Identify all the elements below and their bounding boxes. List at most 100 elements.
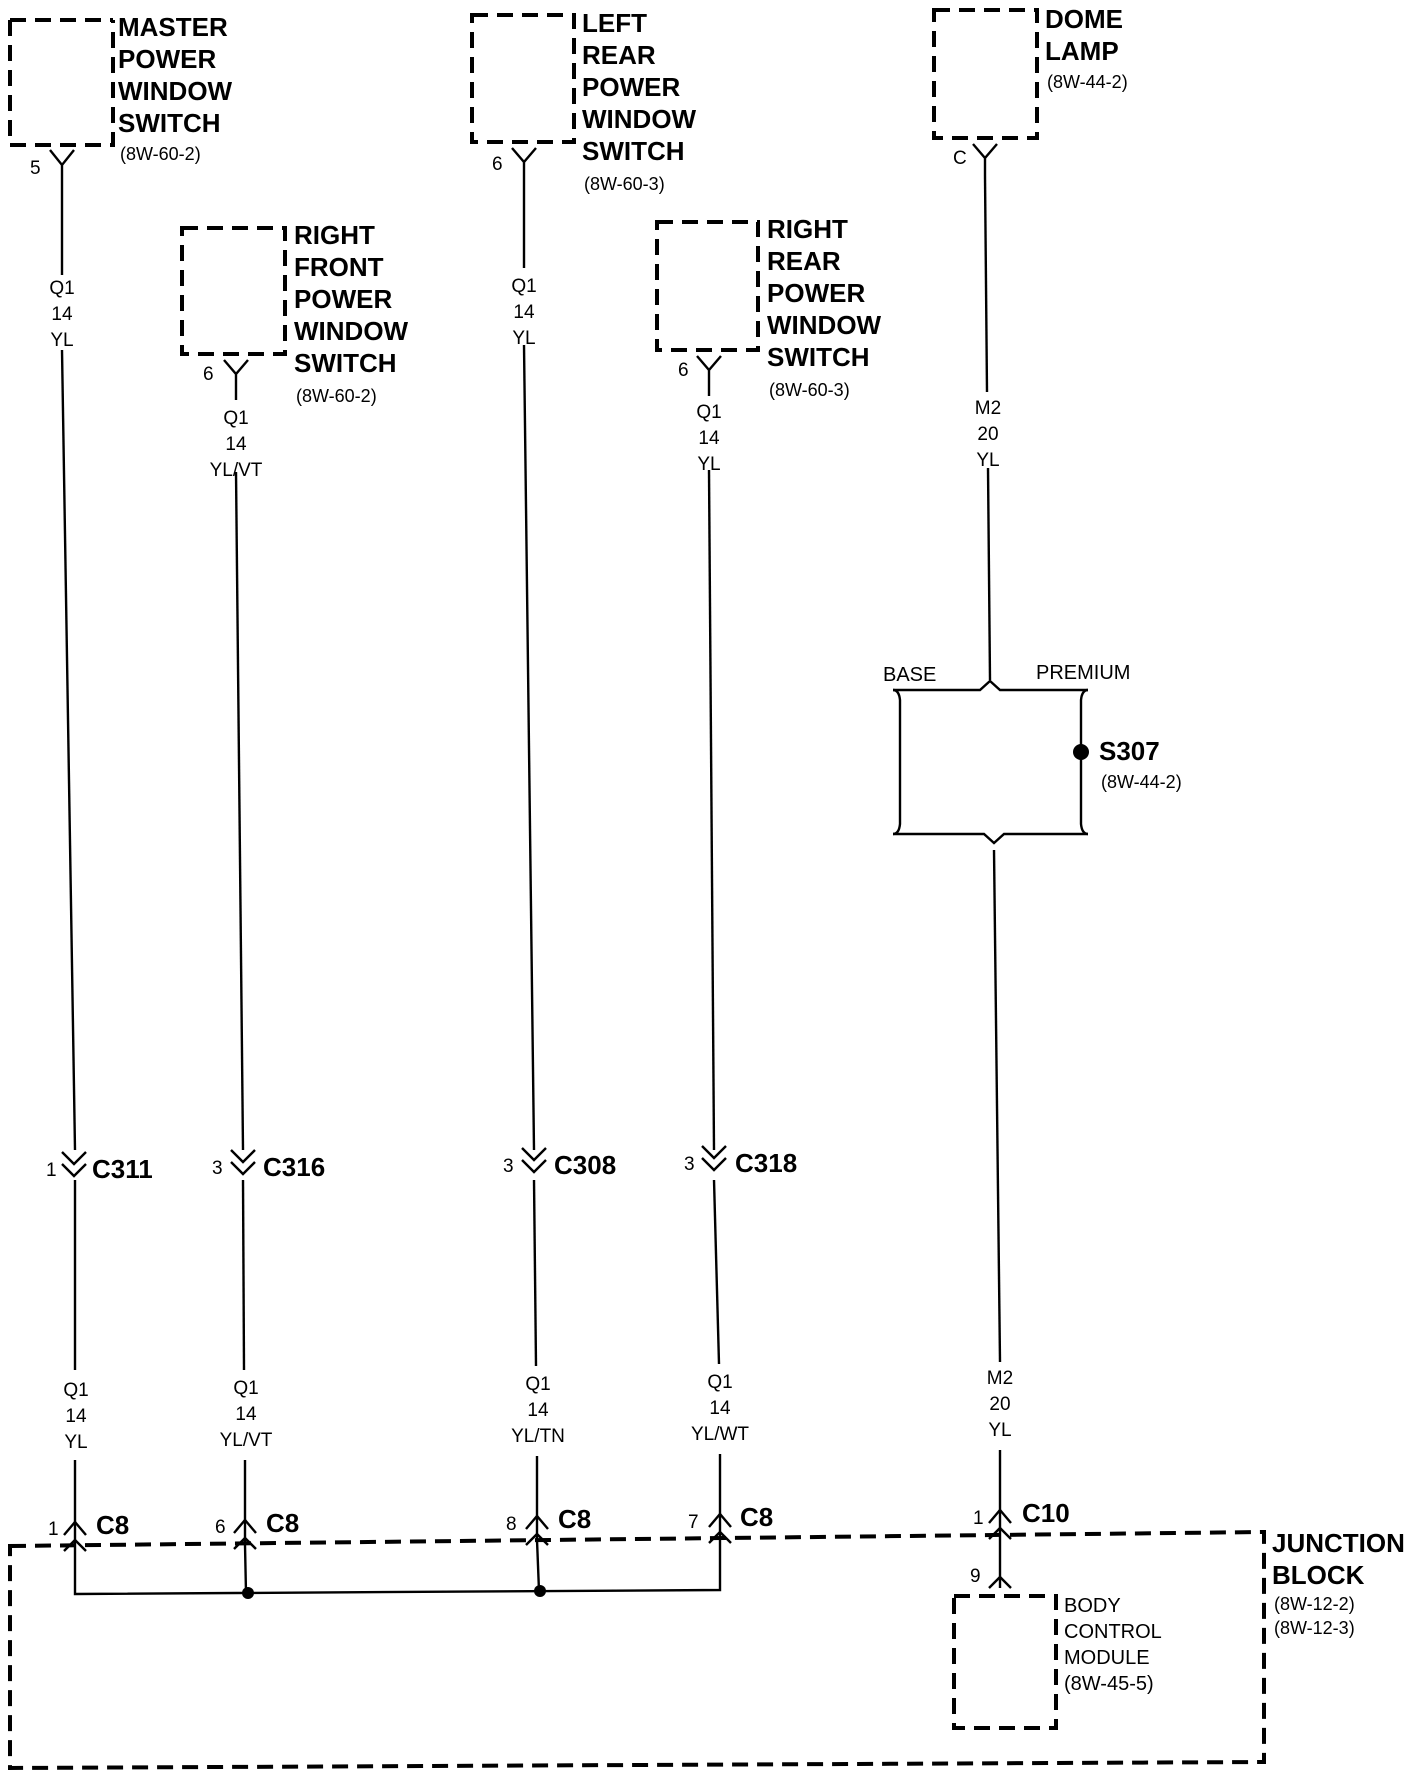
w4-upper-gauge: 14 [698,428,720,449]
left-rear-power-window-switch: LEFT REAR POWER WINDOW SWITCH (8W-60-3) … [470,8,697,194]
rf-switch-line-3: POWER [294,284,392,314]
rr-switch-line-2: REAR [767,246,841,276]
inline-1-pin: 1 [46,1160,57,1181]
master-switch-line-4: SWITCH [118,108,221,138]
jb-4-name: C8 [740,1502,773,1532]
rr-switch-line-5: SWITCH [767,342,870,372]
dome-lamp-ref: (8W-44-2) [1047,72,1128,92]
bus-splice-1 [242,1587,254,1599]
w4-lower-circuit: Q1 [707,1372,732,1393]
jb-4-pin: 7 [688,1512,699,1533]
w3-lower-circuit: Q1 [525,1374,550,1395]
rf-switch-ref: (8W-60-2) [296,386,377,406]
lr-switch-line-2: REAR [582,40,656,70]
splice-dot [1073,744,1089,760]
lr-switch-line-5: SWITCH [582,136,685,166]
dome-lamp-pin: C [953,148,967,169]
wire-dome-lamp-circuit: M2 20 YL M2 20 YL [975,175,1013,1534]
w2-upper-gauge: 14 [225,434,247,455]
inline-2-pin: 3 [212,1158,223,1179]
w2-upper-circuit: Q1 [223,408,248,429]
inline-connector-3: 3 C308 [503,1147,616,1180]
lr-switch-connector [511,147,537,180]
bcm-ref: (8W-45-5) [1064,1673,1154,1695]
master-switch-line-3: WINDOW [118,76,233,106]
inline-3-name: C308 [554,1150,616,1180]
splice-ref: (8W-44-2) [1101,772,1182,792]
inline-1-name: C311 [92,1154,153,1184]
bcm-pin: 9 [970,1566,981,1587]
junction-block: JUNCTION BLOCK (8W-12-2) (8W-12-3) 1 C8 … [8,1498,1405,1771]
jb-5-pin: 1 [973,1508,984,1529]
rf-switch-line-2: FRONT [294,252,384,282]
w4-upper-color: YL [697,454,720,475]
lr-switch-line-1: LEFT [582,8,647,38]
w2-lower-circuit: Q1 [233,1378,258,1399]
master-switch-line-1: MASTER [118,12,228,42]
option-base-label: BASE [883,664,936,686]
option-premium-label: PREMIUM [1036,662,1130,684]
master-switch-ref: (8W-60-2) [120,144,201,164]
w3-upper-color: YL [512,328,535,349]
jb-connector-4: 7 C8 [688,1502,773,1544]
lr-switch-line-4: WINDOW [582,104,697,134]
w5-lower-color: YL [988,1420,1011,1441]
bcm-line-3: MODULE [1064,1647,1150,1669]
dome-lamp-line-2: LAMP [1045,36,1119,66]
junction-block-ref-1: (8W-12-2) [1274,1594,1355,1614]
internal-bus [73,1538,722,1596]
rf-switch-pin: 6 [203,364,214,385]
rr-switch-pin: 6 [678,360,689,381]
inline-3-pin: 3 [503,1156,514,1177]
jb-1-name: C8 [96,1510,129,1540]
w5-upper-circuit: M2 [975,398,1001,419]
bus-splice-2 [534,1585,546,1597]
bcm-line-1: BODY [1064,1595,1121,1617]
master-power-window-switch: MASTER POWER WINDOW SWITCH (8W-60-2) 5 [8,12,233,180]
junction-block-ref-2: (8W-12-3) [1274,1618,1355,1638]
junction-block-line-2: BLOCK [1272,1560,1365,1590]
w4-upper-circuit: Q1 [696,402,721,423]
rr-switch-connector [696,355,722,386]
junction-block-line-1: JUNCTION [1272,1528,1405,1558]
inline-connector-1: 1 C311 [46,1151,153,1184]
jb-3-name: C8 [558,1504,591,1534]
w5-upper-color: YL [976,450,999,471]
lr-switch-pin: 6 [492,154,503,175]
option-bracket: BASE PREMIUM S307 (8W-44-2) [883,662,1182,845]
w4-lower-gauge: 14 [709,1398,731,1419]
master-switch-connector [49,149,75,180]
inline-connector-2: 3 C316 [212,1149,325,1182]
body-control-module: BODY CONTROL MODULE (8W-45-5) [952,1594,1162,1730]
lr-switch-line-3: POWER [582,72,680,102]
w3-upper-circuit: Q1 [511,276,536,297]
right-front-power-window-switch: RIGHT FRONT POWER WINDOW SWITCH (8W-60-2… [180,220,409,406]
w1-upper-gauge: 14 [51,304,73,325]
w5-lower-gauge: 20 [989,1394,1010,1415]
w3-lower-gauge: 14 [527,1400,549,1421]
jb-connector-1: 1 C8 [48,1510,129,1552]
w1-lower-color: YL [64,1432,87,1453]
rr-switch-line-4: WINDOW [767,310,882,340]
master-switch-line-2: POWER [118,44,216,74]
w1-lower-gauge: 14 [65,1406,87,1427]
jb-2-pin: 6 [215,1517,226,1538]
wire-right-front-circuit: Q1 14 YL/VT Q1 14 YL/VT [210,390,273,1545]
jb-connector-3: 8 C8 [506,1504,591,1546]
w4-lower-color: YL/WT [691,1424,749,1445]
jb-5-name: C10 [1022,1498,1070,1528]
inline-4-name: C318 [735,1148,797,1178]
master-switch-pin: 5 [30,158,41,179]
splice-name: S307 [1099,736,1160,766]
w2-upper-color: YL/VT [210,460,263,481]
right-rear-power-window-switch: RIGHT REAR POWER WINDOW SWITCH (8W-60-3)… [655,214,882,400]
w5-upper-gauge: 20 [977,424,998,445]
w3-lower-color: YL/TN [511,1426,565,1447]
lr-switch-ref: (8W-60-3) [584,174,665,194]
jb-1-pin: 1 [48,1519,59,1540]
wire-left-rear-circuit: Q1 14 YL Q1 14 YL/TN [511,180,565,1540]
bcm-line-2: CONTROL [1064,1621,1162,1643]
rr-switch-line-3: POWER [767,278,865,308]
